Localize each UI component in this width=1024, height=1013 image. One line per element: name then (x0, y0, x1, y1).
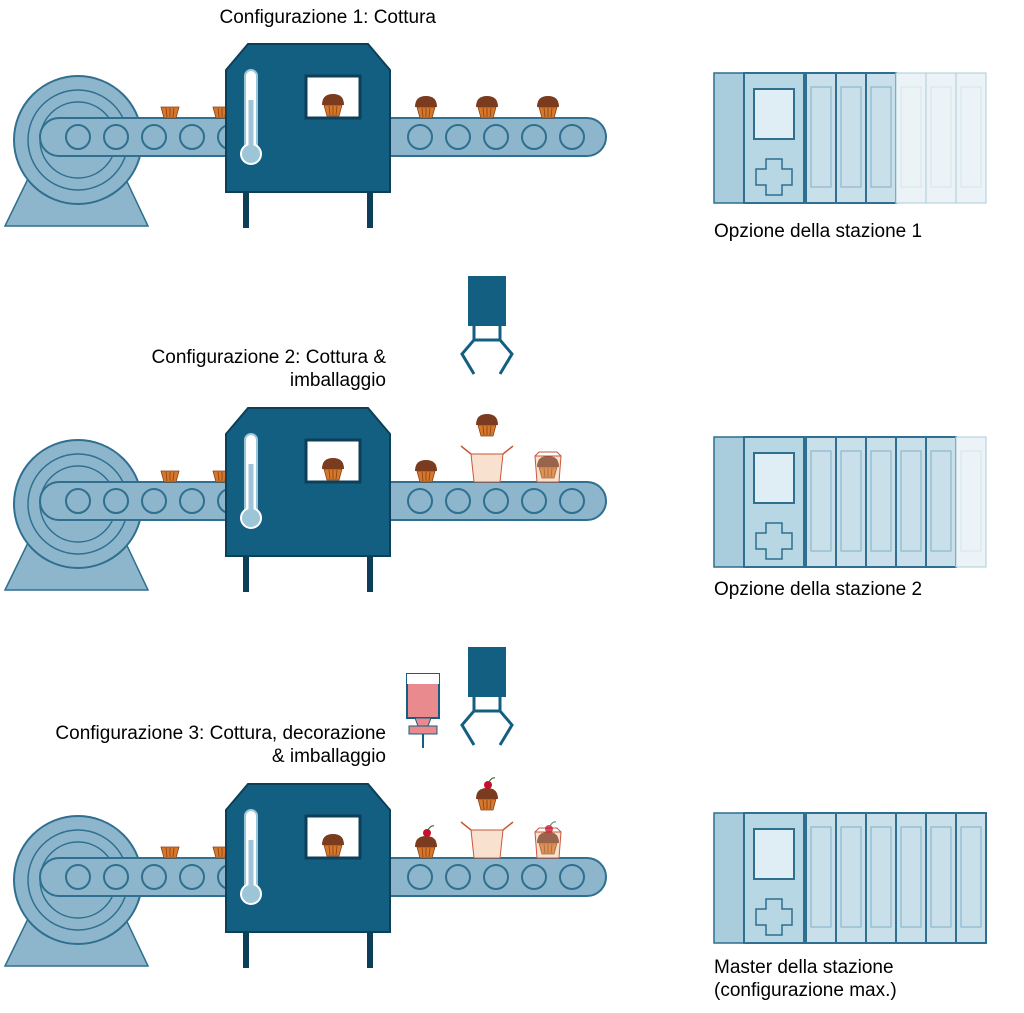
empty-cupcake-liner-icon (160, 846, 180, 859)
cpu-keypad (755, 898, 793, 936)
cupcake-icon (537, 456, 559, 479)
thermometer-icon (240, 69, 262, 165)
cpu-keypad (755, 522, 793, 560)
scenario-2-station-label-line-1: Opzione della stazione 2 (714, 579, 923, 600)
roller (445, 864, 471, 890)
cpu-display (753, 828, 795, 880)
oven-machine-icon (225, 783, 391, 968)
cupcake-icon (322, 834, 344, 857)
plc-station-icon (713, 72, 987, 204)
roller (559, 124, 585, 150)
cpu-display (753, 88, 795, 140)
plc-station-icon (713, 812, 987, 944)
roller (559, 488, 585, 514)
roller (103, 864, 129, 890)
cupcake-icon (537, 96, 559, 119)
scenario-2-title-line-2: imballaggio (289, 370, 386, 391)
roller (483, 864, 509, 890)
roller (521, 488, 547, 514)
roller (179, 864, 205, 890)
cupcake-icon (476, 96, 498, 119)
packaging-box-icon (460, 821, 514, 859)
thermometer-icon (240, 809, 262, 905)
roller (65, 124, 91, 150)
cupcake-icon (322, 94, 344, 117)
cpu-display (753, 452, 795, 504)
roller (407, 864, 433, 890)
roller (141, 124, 167, 150)
station-rail (713, 72, 745, 204)
cupcake-icon (415, 460, 437, 483)
station-rail (713, 436, 745, 568)
scenario-1-title: Configurazione 1: Cottura (140, 6, 436, 29)
roller (483, 124, 509, 150)
gripper-icon (460, 276, 514, 437)
scenario-3-title: Configurazione 3: Cottura, decorazione &… (4, 722, 386, 768)
cupcake-icon (476, 414, 498, 437)
scenario-1-station-label: Opzione della stazione 1 (714, 220, 922, 243)
scenario-3-title-line-2: & imballaggio (271, 746, 386, 767)
packaging-box-icon (460, 445, 514, 483)
station-rail (713, 812, 745, 944)
thermometer-icon (240, 433, 262, 529)
scenario-1-station-label-line-1: Opzione della stazione 1 (714, 221, 923, 242)
scenario-1-scene (3, 43, 987, 228)
scenario-3-station-label-line-2: (configurazione max.) (714, 980, 897, 1001)
scenario-1-title-line-1: Configurazione 1: Cottura (219, 7, 436, 28)
roller (407, 124, 433, 150)
decoration-dispenser-icon (406, 673, 440, 748)
empty-cupcake-liner-icon (160, 106, 180, 119)
roller (521, 124, 547, 150)
cupcake-icon (537, 821, 559, 855)
roller (521, 864, 547, 890)
scenario-3-station-label: Master della stazione (configurazione ma… (714, 956, 897, 1002)
cupcake-icon (415, 825, 437, 859)
roller (65, 864, 91, 890)
scenario-2-title-line-1: Configurazione 2: Cottura & (151, 347, 386, 368)
empty-cupcake-liner-icon (160, 470, 180, 483)
roller (65, 488, 91, 514)
plc-station-icon (713, 436, 987, 568)
scenario-3-scene (3, 647, 987, 968)
roller (559, 864, 585, 890)
scenario-2-station-label: Opzione della stazione 2 (714, 578, 922, 601)
roller (179, 124, 205, 150)
roller (445, 488, 471, 514)
roller (141, 864, 167, 890)
roller (407, 488, 433, 514)
roller (483, 488, 509, 514)
scenario-2-title: Configurazione 2: Cottura & imballaggio (60, 346, 386, 392)
cupcake-icon (476, 777, 498, 811)
scenario-3-station-label-line-1: Master della stazione (714, 957, 894, 978)
roller (445, 124, 471, 150)
cupcake-icon (415, 96, 437, 119)
scenario-3-title-line-1: Configurazione 3: Cottura, decorazione (55, 723, 386, 744)
oven-machine-icon (225, 407, 391, 592)
gripper-icon (460, 647, 514, 811)
cpu-keypad (755, 158, 793, 196)
roller (141, 488, 167, 514)
cupcake-icon (322, 458, 344, 481)
oven-machine-icon (225, 43, 391, 228)
scenario-2-scene (3, 276, 987, 592)
roller (179, 488, 205, 514)
roller (103, 488, 129, 514)
roller (103, 124, 129, 150)
